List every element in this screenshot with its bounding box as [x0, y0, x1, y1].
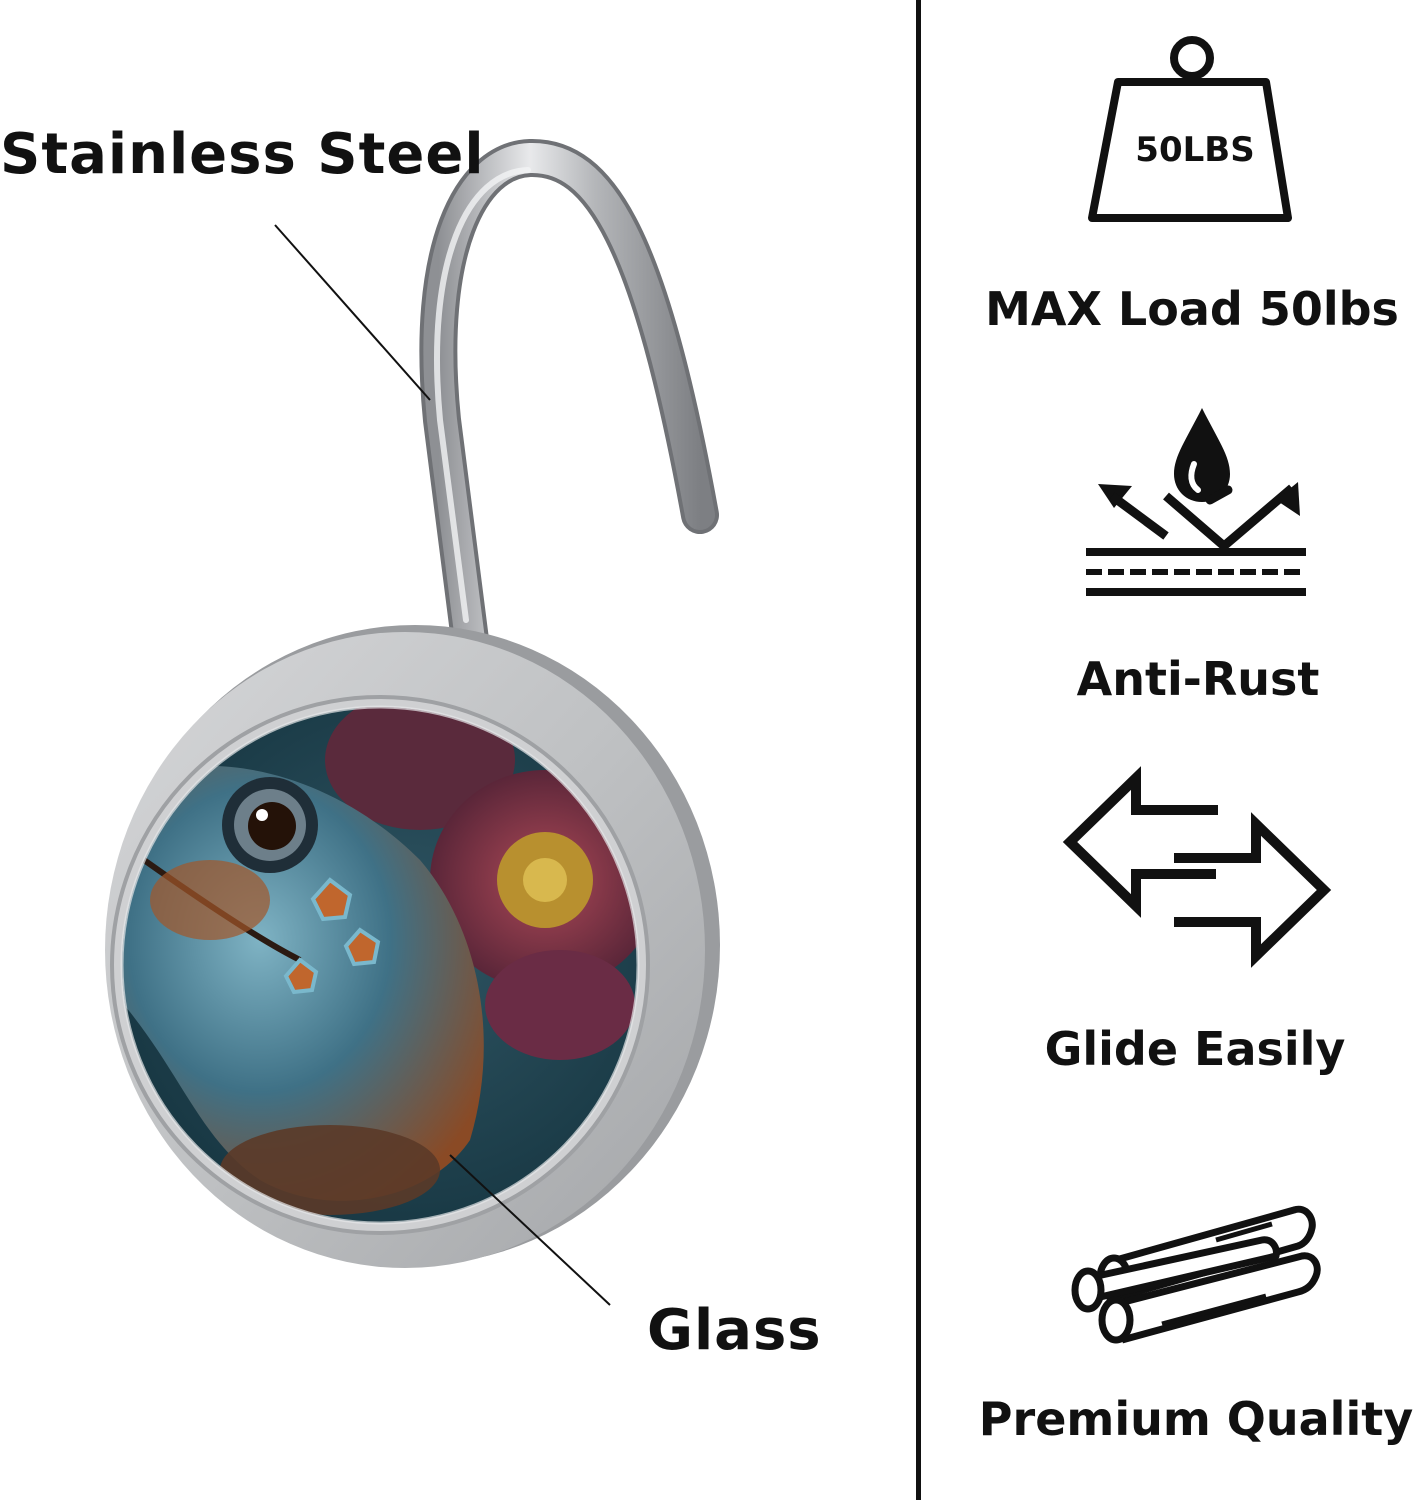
stainless-steel-callout: Stainless Steel [0, 122, 485, 187]
glide-easily-label: Glide Easily [1044, 1022, 1346, 1076]
anti-rust-label: Anti-Rust [1076, 652, 1320, 706]
stainless-steel-leader-line [274, 224, 431, 401]
glass-callout: Glass [647, 1298, 822, 1363]
glass-leader-line [449, 1154, 611, 1306]
weight-badge: 50LBS [1135, 130, 1255, 170]
premium-quality-label: Premium Quality [978, 1392, 1413, 1446]
max-load-label: MAX Load 50lbs [985, 282, 1399, 336]
vertical-divider [916, 0, 921, 1500]
shower-hook-image [105, 139, 720, 1306]
